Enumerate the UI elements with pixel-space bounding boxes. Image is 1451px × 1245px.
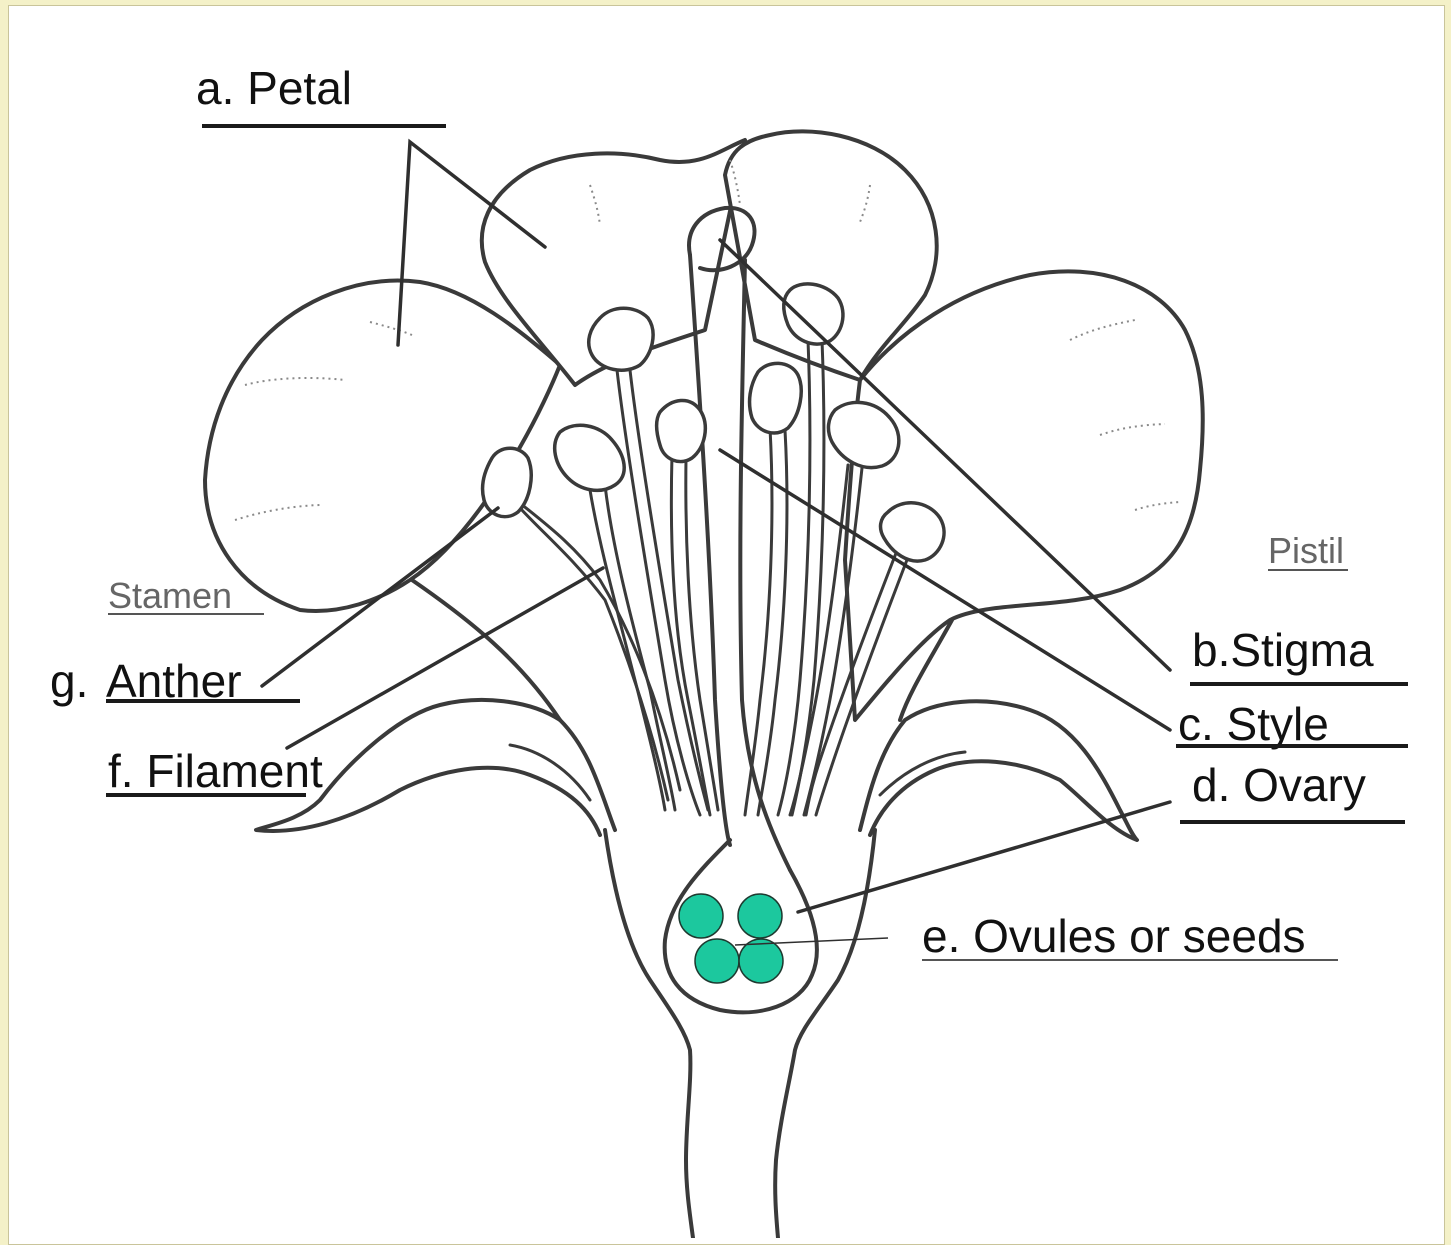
label-filament: f. Filament [108, 745, 323, 797]
label-pistil: Pistil [1268, 530, 1344, 571]
receptacle-outline [605, 830, 693, 1238]
receptacle-and-stem [605, 830, 875, 1238]
ovule-bottom-left [695, 939, 739, 983]
label-petal: a. Petal [196, 62, 352, 114]
label-stamen: Stamen [108, 575, 232, 616]
ovules [679, 894, 783, 983]
label-style: c. Style [1178, 698, 1329, 750]
sepal-right [860, 701, 1137, 840]
sepals [256, 580, 1137, 840]
petal-right [845, 271, 1203, 720]
label-ovules: e. Ovules or seeds [922, 910, 1306, 962]
ovule-top-right [738, 894, 782, 938]
leader-ovary [798, 802, 1170, 912]
petal-left [205, 281, 560, 611]
ovule-bottom-right [739, 939, 783, 983]
label-stigma: b.Stigma [1192, 624, 1374, 676]
label-ovary: d. Ovary [1192, 759, 1366, 811]
label-anther-prefix: g. [50, 655, 88, 707]
ovule-top-left [679, 894, 723, 938]
